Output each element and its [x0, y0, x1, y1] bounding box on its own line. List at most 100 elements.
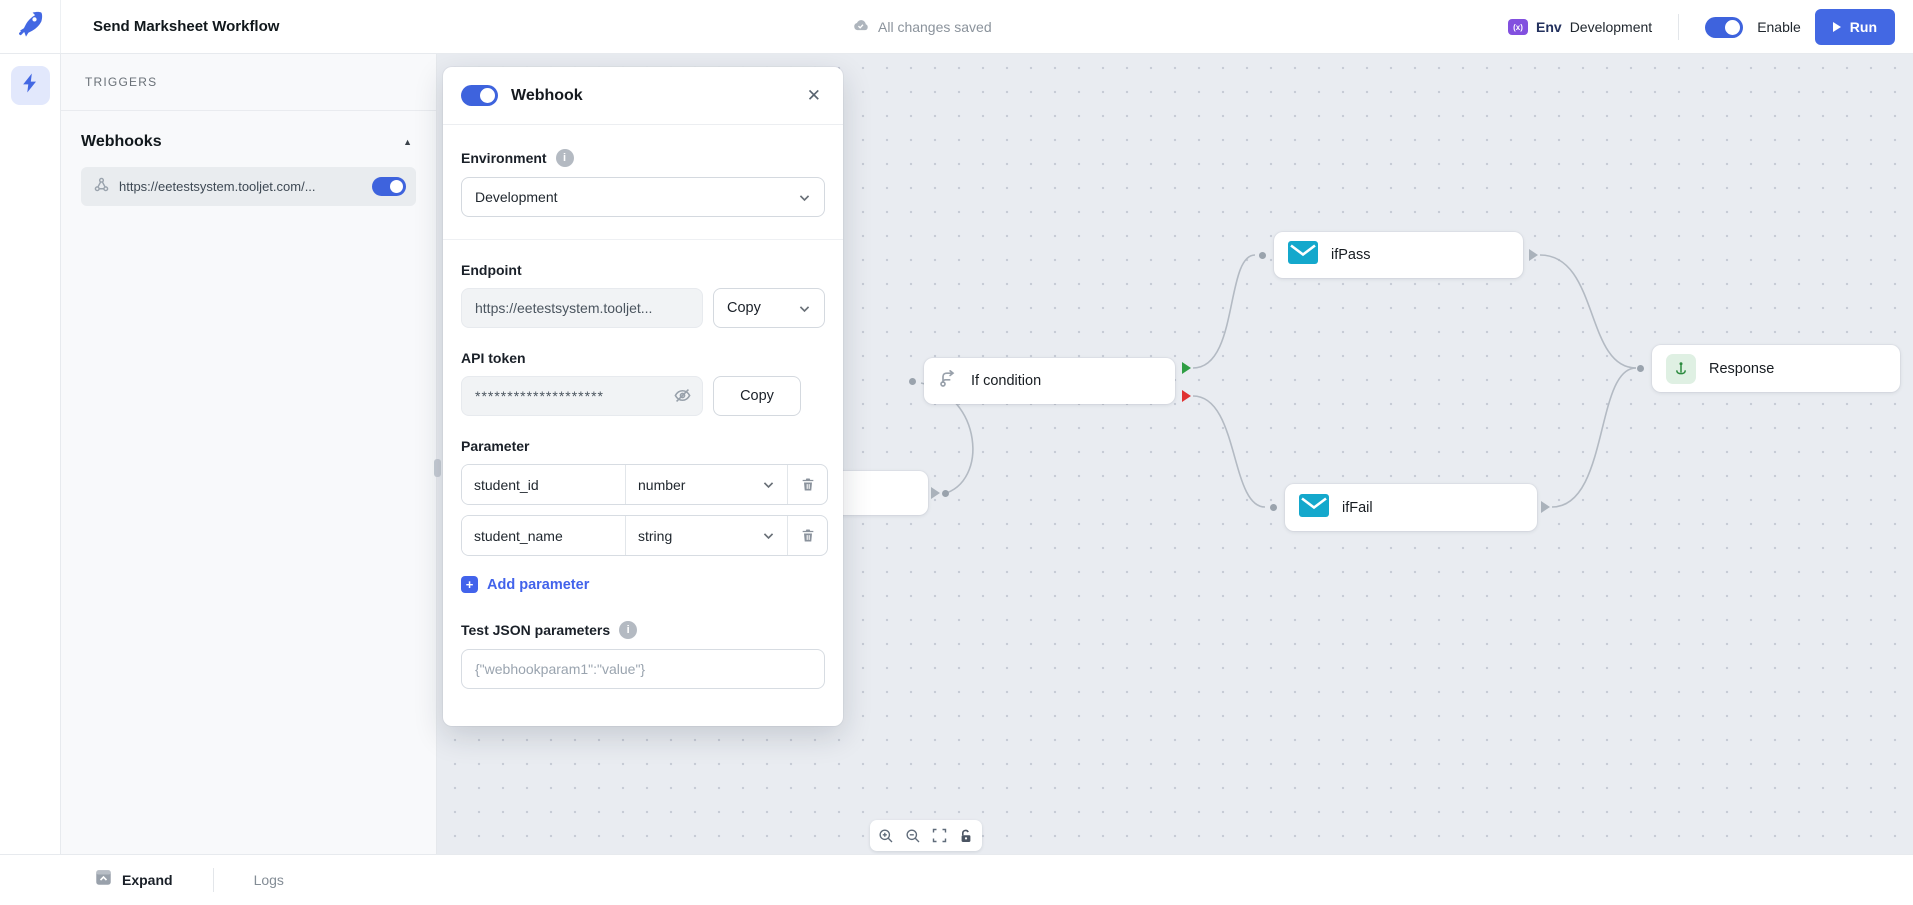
if-condition-true-connector[interactable] — [1182, 362, 1191, 374]
trash-icon — [802, 529, 813, 542]
footer-divider — [212, 868, 214, 892]
test-json-input[interactable] — [461, 649, 825, 689]
triggers-panel: TRIGGERS Webhooks ▲ https://eetestsystem… — [61, 54, 437, 854]
section-divider — [443, 239, 843, 240]
email-icon — [1288, 241, 1318, 269]
cloud-check-icon — [852, 19, 869, 35]
environment-select[interactable]: Development — [461, 177, 825, 217]
info-icon[interactable]: i — [555, 149, 574, 167]
webhook-icon — [93, 176, 110, 198]
parameter-type-select[interactable]: number — [626, 465, 788, 504]
environment-indicator[interactable]: (x) Env Development — [1508, 19, 1652, 35]
workflow-node-ifpass[interactable]: ifPass — [1274, 232, 1523, 278]
if-condition-icon — [938, 369, 958, 394]
environment-label-text: Environment — [461, 150, 547, 166]
webhook-list-item[interactable]: https://eetestsystem.tooljet.com/... — [81, 167, 416, 206]
triggers-section-title: TRIGGERS — [61, 54, 436, 111]
fit-view-icon[interactable] — [928, 825, 950, 847]
workflow-node-response[interactable]: Response — [1652, 345, 1900, 392]
app-logo[interactable] — [0, 0, 61, 53]
api-token-input[interactable] — [461, 376, 703, 416]
parameter-row: number — [461, 464, 828, 505]
delete-parameter-button[interactable] — [788, 516, 827, 555]
iffail-input-dot[interactable] — [1270, 504, 1277, 511]
plus-icon: + — [461, 576, 478, 593]
parameter-field-label: Parameter — [461, 438, 530, 454]
endpoint-copy-dropdown[interactable]: Copy — [713, 288, 825, 328]
run-label: Run — [1849, 19, 1877, 35]
test-json-label-text: Test JSON parameters — [461, 622, 611, 638]
webhooks-group-title: Webhooks — [81, 133, 162, 150]
topbar-actions: (x) Env Development Enable Run — [1508, 0, 1895, 54]
expand-button[interactable]: Expand — [95, 869, 173, 891]
node-label: If condition — [971, 373, 1042, 389]
workflow-edges — [920, 254, 1637, 508]
ifpass-output-connector[interactable] — [1529, 249, 1538, 261]
zoom-in-icon[interactable] — [875, 825, 897, 847]
bottom-bar: Expand Logs — [0, 854, 1913, 905]
add-parameter-button[interactable]: + Add parameter — [461, 576, 589, 593]
play-icon — [1832, 22, 1841, 32]
info-icon[interactable]: i — [619, 621, 638, 639]
webhook-enabled-toggle[interactable] — [372, 177, 406, 196]
enable-toggle[interactable] — [1705, 16, 1744, 38]
workflow-node-iffail[interactable]: ifFail — [1285, 484, 1537, 531]
webhooks-group-header[interactable]: Webhooks ▲ — [61, 111, 436, 165]
trash-icon — [802, 478, 813, 491]
node-label: ifFail — [1342, 499, 1373, 516]
environment-selected-value: Development — [475, 189, 558, 205]
webhook-config-modal: Webhook ✕ Environment i Development Endp… — [443, 67, 843, 726]
parameter-name-input[interactable] — [462, 465, 626, 504]
endpoint-copy-label: Copy — [727, 300, 761, 316]
env-variable-icon: (x) — [1508, 19, 1528, 35]
start-output-connector[interactable] — [931, 487, 940, 499]
email-icon — [1299, 493, 1329, 522]
lock-icon[interactable] — [955, 825, 977, 847]
add-parameter-label: Add parameter — [487, 576, 590, 593]
save-status: All changes saved — [852, 0, 992, 54]
expand-panel-icon — [95, 869, 112, 891]
env-label: Env — [1536, 19, 1562, 35]
expand-label: Expand — [122, 872, 173, 888]
eye-off-icon[interactable] — [673, 386, 692, 410]
chevron-down-icon — [763, 482, 774, 489]
response-icon — [1666, 353, 1696, 384]
triggers-rail-button[interactable] — [10, 66, 50, 105]
chevron-down-icon — [799, 194, 810, 201]
endpoint-field-label: Endpoint — [461, 262, 522, 278]
topbar-divider — [1678, 14, 1680, 40]
parameter-type-value: number — [638, 476, 686, 493]
zoom-out-icon[interactable] — [902, 825, 924, 847]
left-icon-rail — [0, 54, 61, 854]
environment-field-label: Environment i — [461, 149, 825, 167]
logs-button[interactable]: Logs — [253, 872, 284, 888]
run-button[interactable]: Run — [1814, 9, 1895, 45]
canvas-controls — [870, 820, 982, 851]
api-token-copy-button[interactable]: Copy — [713, 376, 801, 416]
panel-resize-handle[interactable] — [434, 459, 441, 477]
webhook-url: https://eetestsystem.tooljet.com/... — [119, 179, 316, 194]
parameter-row: string — [461, 515, 828, 556]
chevron-down-icon — [799, 305, 810, 312]
workflow-node-if-condition[interactable]: If condition — [924, 358, 1175, 404]
endpoint-input[interactable] — [461, 288, 703, 328]
close-icon[interactable]: ✕ — [806, 86, 821, 105]
api-token-field-label: API token — [461, 350, 526, 366]
if-condition-false-connector[interactable] — [1182, 390, 1191, 402]
topbar: Send Marksheet Workflow All changes save… — [0, 0, 1913, 54]
response-input-dot[interactable] — [1637, 365, 1644, 372]
start-output-dot — [942, 490, 949, 497]
enable-label: Enable — [1757, 19, 1801, 35]
iffail-output-connector[interactable] — [1541, 501, 1550, 513]
parameter-type-select[interactable]: string — [626, 516, 788, 555]
lightning-icon — [21, 73, 39, 98]
node-label: ifPass — [1331, 247, 1371, 263]
save-status-text: All changes saved — [878, 19, 992, 35]
if-condition-input-dot[interactable] — [909, 378, 916, 385]
ifpass-input-dot[interactable] — [1259, 252, 1266, 259]
webhook-enable-toggle[interactable] — [461, 85, 498, 106]
parameter-name-input[interactable] — [462, 516, 626, 555]
collapse-caret-icon[interactable]: ▲ — [403, 137, 412, 147]
chevron-down-icon — [763, 533, 774, 540]
delete-parameter-button[interactable] — [788, 465, 827, 504]
